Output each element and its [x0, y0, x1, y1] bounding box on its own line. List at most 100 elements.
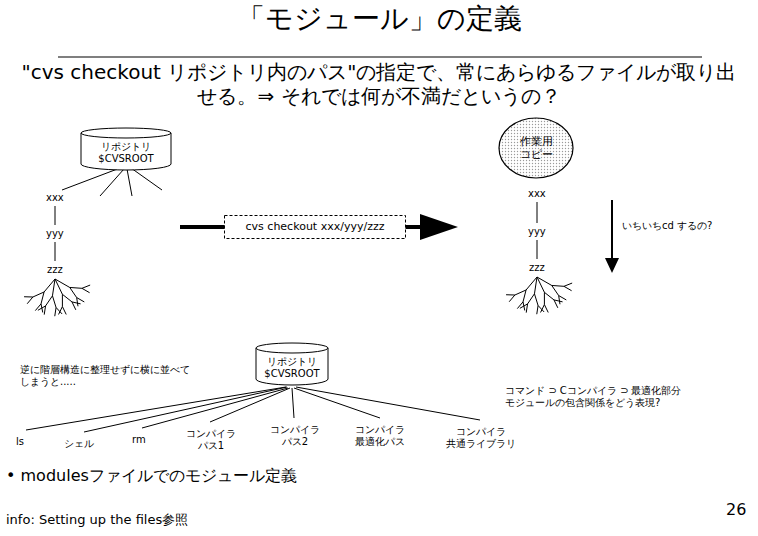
node-text: cvs checkout xxx/yyy/zzz [246, 220, 385, 233]
dashed-outline [225, 216, 406, 239]
arrow-head [420, 214, 458, 240]
tree-branch [509, 295, 515, 302]
tree-branch [24, 296, 33, 297]
file-trees [24, 277, 572, 316]
fan-line [294, 388, 380, 418]
tree-branch [559, 296, 560, 305]
tree-branch [534, 294, 538, 306]
fan-line [131, 168, 162, 190]
tree-branch [33, 292, 44, 297]
repo-fan [62, 168, 162, 196]
fan-line [84, 387, 287, 432]
arrow-shaft [611, 200, 613, 259]
page-number: 26 [726, 500, 746, 519]
dir-name: xxx [528, 188, 546, 200]
cylinder-top [256, 343, 328, 353]
tree-branch [70, 287, 77, 297]
module-name: シェル [64, 438, 94, 450]
tree-branch [52, 296, 56, 308]
tree-branch [46, 296, 53, 306]
tree-branch [559, 296, 567, 300]
tree-branch [554, 300, 558, 308]
repository-cylinder: リポジトリ $CVSROOT [255, 342, 329, 386]
tree-branch [506, 294, 515, 295]
cd-arrow [605, 200, 619, 273]
tree-branch [55, 279, 62, 294]
tree-stem [55, 242, 56, 261]
arrow-head [605, 258, 619, 273]
tree-branch [41, 304, 43, 313]
dir-name: yyy [46, 228, 64, 240]
module-name: コンパイラ パス2 [270, 424, 320, 448]
dir-name: zzz [47, 264, 63, 276]
fan-line [127, 169, 132, 196]
tree-stem [55, 206, 56, 225]
slide-title: 「モジュール」の定義 [0, 2, 758, 36]
tree-branch [82, 288, 90, 292]
tree-branch [62, 294, 63, 306]
dir-name: zzz [529, 262, 545, 274]
dir-name: yyy [528, 226, 546, 238]
tree-branch [44, 279, 55, 292]
tree-stem [537, 240, 538, 259]
tree-branch [544, 292, 554, 300]
tree-branch [564, 286, 572, 290]
tree-branch [523, 290, 526, 302]
module-name: rm [132, 434, 146, 446]
tree-stem [537, 202, 538, 223]
tree-branch [537, 306, 538, 315]
tree-branch [62, 307, 66, 315]
note: 逆に階層構造に整理せずに横に並べてしまうと..... [20, 364, 192, 388]
tree-branch [544, 305, 548, 313]
tree-branch [552, 285, 559, 295]
tree-branch [526, 304, 527, 313]
cylinder-top [81, 128, 171, 138]
working-copy-circle: 作業用 コピー [498, 117, 574, 179]
tree-branch [44, 306, 45, 315]
tree-branch [523, 302, 525, 311]
tree-branch [564, 283, 572, 286]
tree-branch [552, 285, 564, 287]
tree-branch [70, 287, 82, 289]
checkout-arrow [180, 214, 458, 240]
fan-line [292, 388, 294, 418]
subtitle: "cvs checkout リポジトリ内のパス"の指定で、常にあらゆるファイルが… [14, 60, 744, 108]
note: いちいちcd するの? [622, 220, 712, 232]
flat-fan [26, 387, 480, 432]
fan-line [296, 387, 480, 420]
tree-branch [41, 292, 44, 304]
command-box: cvs checkout xxx/yyy/zzz [224, 215, 406, 239]
node-text: リポジトリ $CVSROOT [264, 356, 319, 380]
cylinder-body [256, 348, 328, 385]
module-name: コンパイラ 最適化パス [355, 424, 405, 448]
node-text: リポジトリ $CVSROOT [98, 141, 153, 165]
fan-line [210, 388, 290, 422]
tree-branch [35, 304, 41, 311]
tree-branch [55, 308, 56, 317]
tree-branch [56, 308, 62, 314]
tree-branch [526, 277, 537, 290]
fan-line [62, 168, 120, 190]
fan-line [100, 169, 124, 196]
title-rule [58, 56, 702, 57]
tree-branch [72, 302, 76, 310]
repository-cylinder: リポジトリ $CVSROOT [80, 127, 172, 171]
tree-branch [77, 298, 78, 307]
tree-branch [538, 306, 544, 312]
dir-name: xxx [46, 192, 64, 204]
tree-branch [528, 294, 535, 304]
tree-branch [62, 294, 72, 302]
module-name: コンパイラ パス1 [186, 428, 236, 452]
cylinder-body [81, 133, 171, 170]
tree-branch [537, 277, 544, 292]
tree-branch [27, 297, 33, 304]
tree-branch [82, 285, 90, 288]
tree-branch [77, 298, 85, 302]
tree-branch [515, 290, 526, 295]
node-text: 作業用 コピー [520, 135, 553, 161]
module-name: コンパイラ 共通ライブラリ [446, 426, 516, 450]
circle-outline [499, 118, 573, 178]
fan-line [142, 388, 288, 428]
note: コマンド ⊃ Cコンパイラ ⊃ 最適化部分 モジュールの包含関係をどう表現? [505, 385, 720, 409]
